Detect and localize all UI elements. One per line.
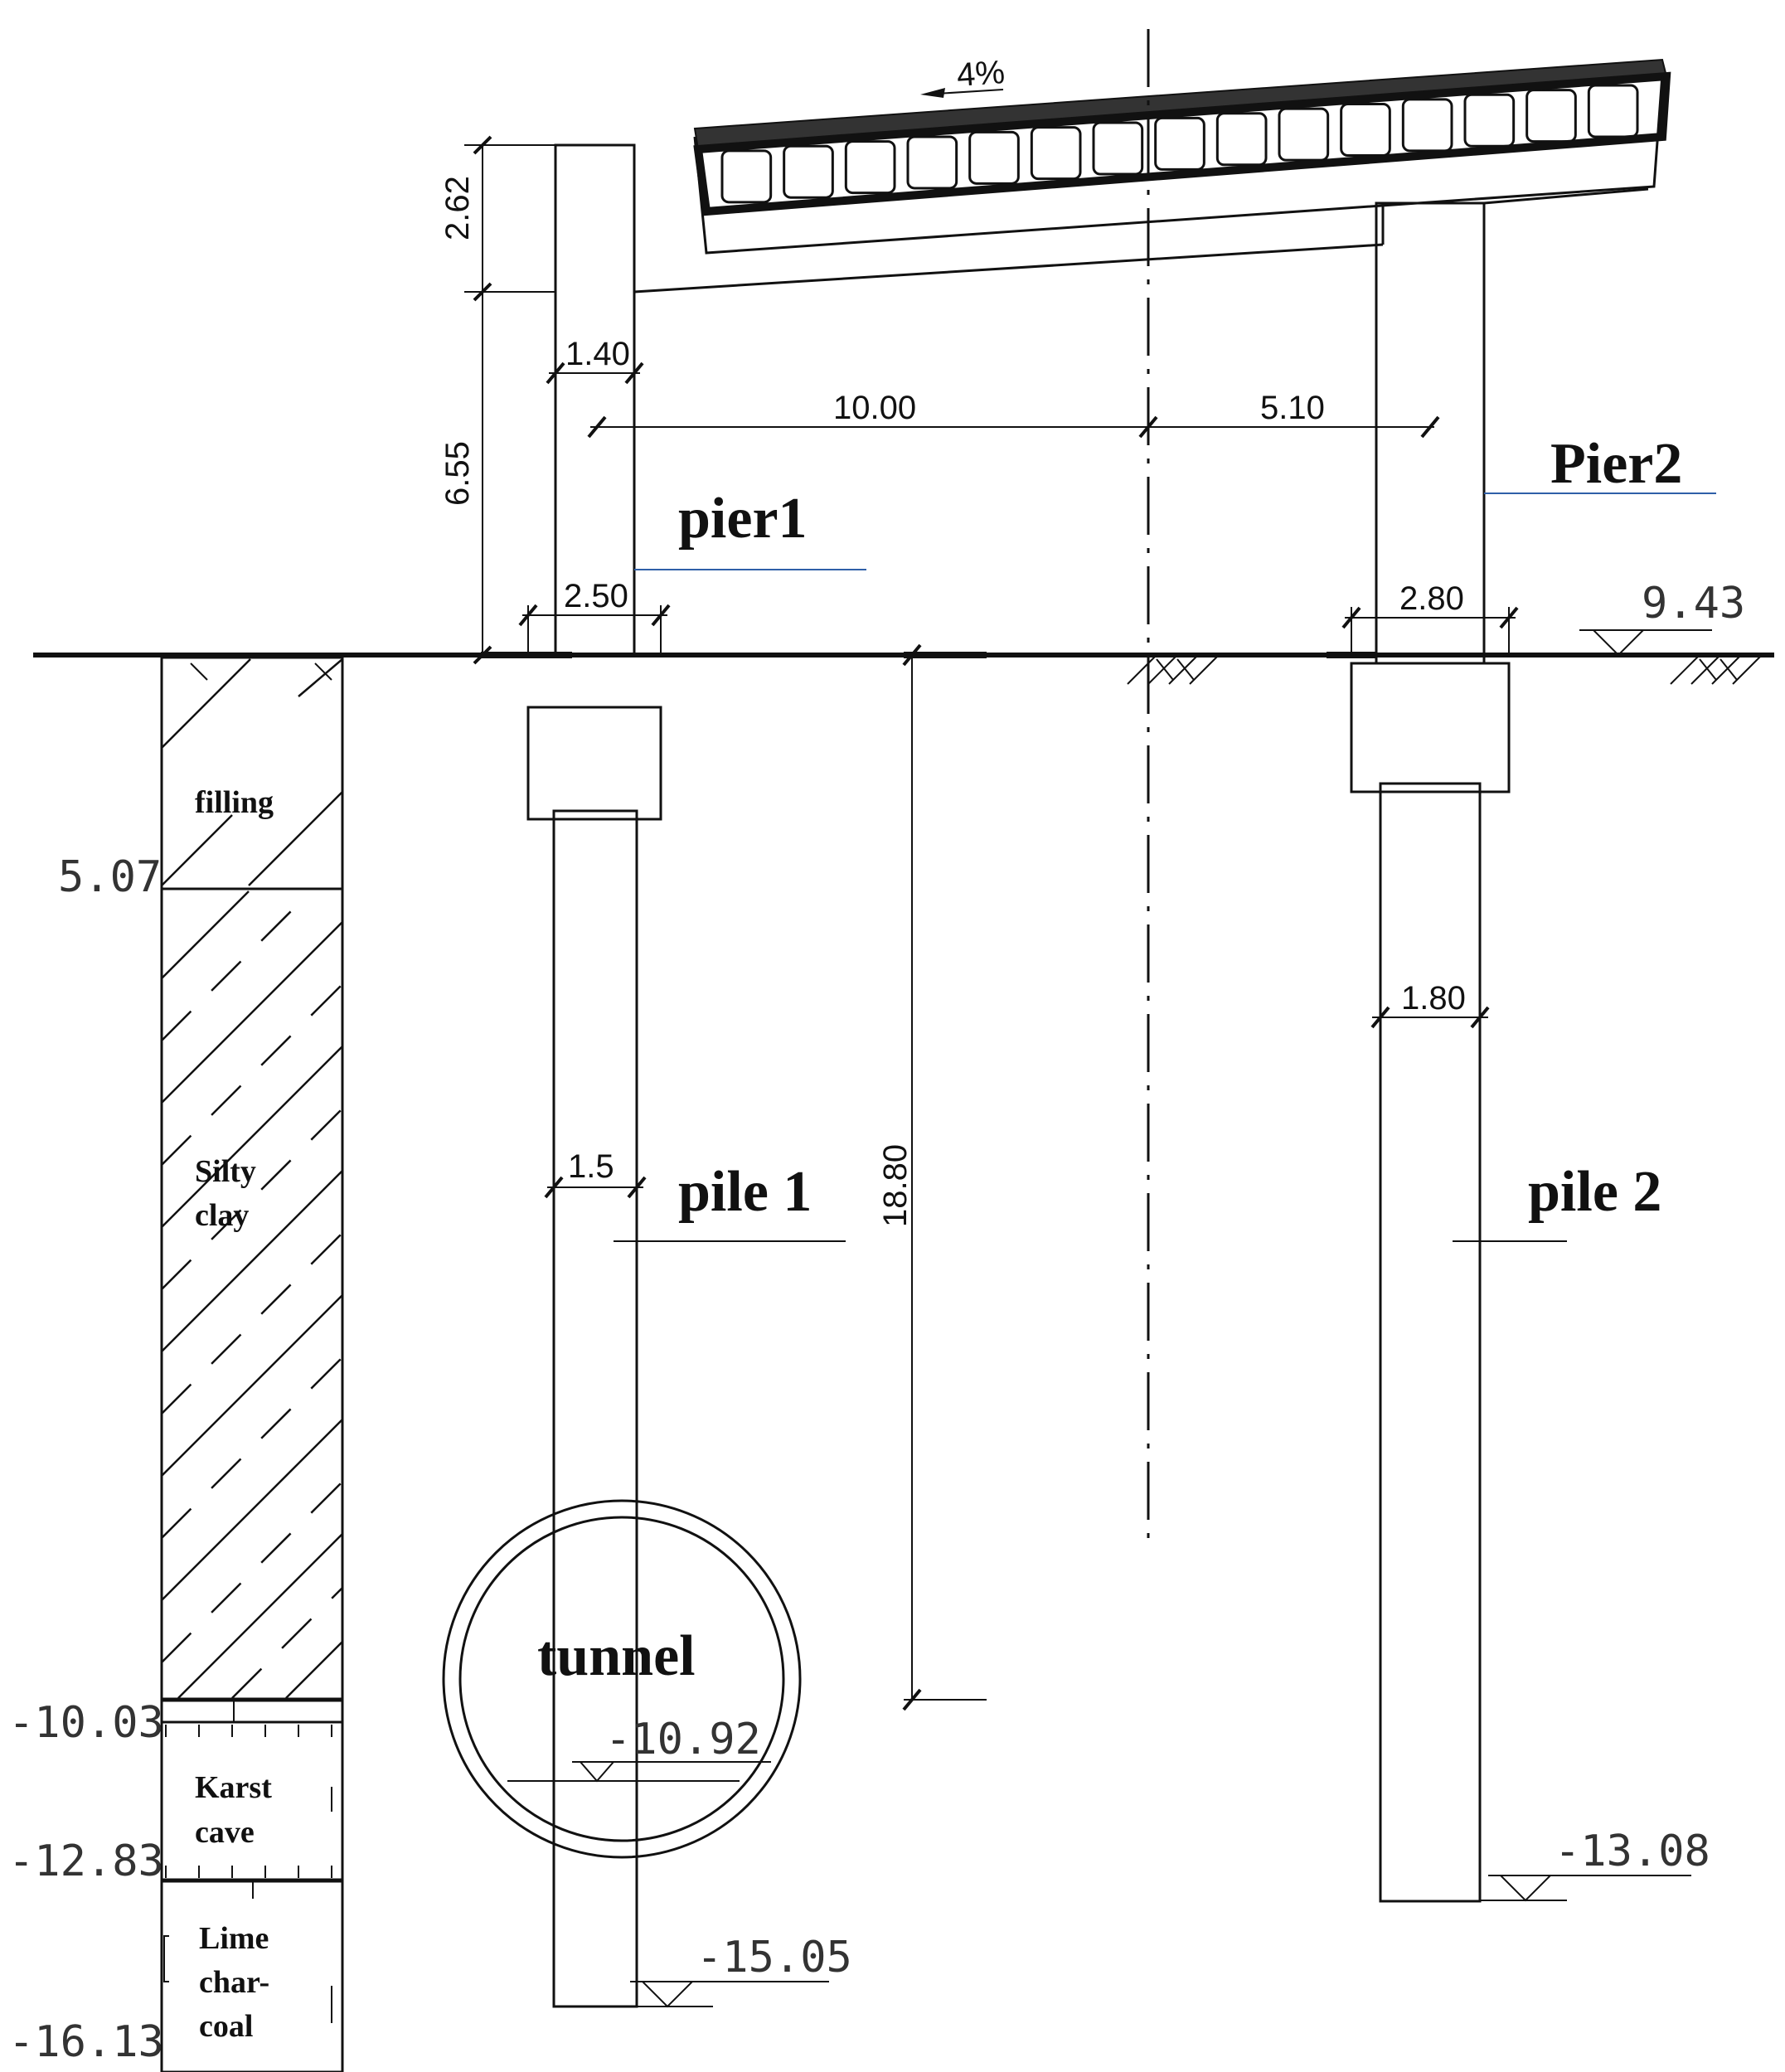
soil-label-lime-3: coal xyxy=(199,2009,253,2044)
deck-cell xyxy=(1030,126,1082,181)
deck-cell xyxy=(1340,103,1391,158)
dim-pile1-width: 1.5 xyxy=(544,1148,647,1199)
dim-offset-right: 5.10 xyxy=(1260,390,1325,426)
dim-girder-height: 2.62 xyxy=(439,176,476,240)
svg-text:1.5: 1.5 xyxy=(568,1148,614,1185)
dim-pier1-width: 1.40 xyxy=(546,336,644,385)
deck-cell xyxy=(1092,121,1144,176)
layer-bottom-karst: -12.83 xyxy=(8,1837,164,1886)
tunnel: -10.92 tunnel xyxy=(442,1499,802,1859)
layer-bottom-lime: -16.13 xyxy=(8,2017,164,2067)
deck-cell xyxy=(720,149,773,204)
pier1-label: pier1 xyxy=(678,487,808,551)
karst-cave-ticks xyxy=(165,1700,332,1878)
pile1-tip-marker: -15.05 xyxy=(630,1933,852,2008)
pile1-label: pile 1 xyxy=(678,1160,812,1224)
svg-text:1.80: 1.80 xyxy=(1401,980,1466,1017)
deck-cell xyxy=(1401,98,1453,153)
soil-label-lime-2: char- xyxy=(199,1965,269,2000)
deck-cell xyxy=(1215,112,1268,167)
pier2-cap xyxy=(1350,662,1511,793)
soil-column: filling Silty clay Karst cave Lime char-… xyxy=(8,656,344,2072)
bridge-deck xyxy=(693,58,1671,255)
pier2-label: Pier2 xyxy=(1550,432,1682,496)
deck-cell xyxy=(968,130,1020,185)
svg-text:1.40: 1.40 xyxy=(565,336,630,372)
pile2-label-group: pile 2 xyxy=(1453,1160,1661,1242)
deck-cell xyxy=(1587,84,1639,138)
pile1-tip-elevation: -15.05 xyxy=(696,1933,852,1982)
dim-depth: 18.80 xyxy=(877,643,987,1711)
dim-vertical-heights: 2.62 6.55 xyxy=(439,135,555,665)
pier1-cap xyxy=(526,706,662,821)
slope-text: 4% xyxy=(956,54,1006,94)
deck-cell xyxy=(1463,93,1516,148)
soil-label-karst-1: Karst xyxy=(195,1770,272,1805)
soil-label-silty-clay-1: Silty xyxy=(195,1154,256,1189)
dim-offset-left: 10.00 xyxy=(833,390,916,426)
dim-horizontal-offsets: 10.00 5.10 xyxy=(587,390,1440,439)
dim-cap1-width: 2.50 xyxy=(518,578,671,655)
deck-outline xyxy=(693,71,1671,216)
deck-cell xyxy=(1154,116,1205,171)
pier1-label-group: pier1 xyxy=(634,487,866,570)
silty-clay-hatch xyxy=(161,890,343,1699)
pile2-label: pile 2 xyxy=(1528,1160,1661,1224)
deck-cell xyxy=(1278,107,1330,162)
pile1-label-group: pile 1 xyxy=(614,1160,846,1242)
layer-bottom-filling: 5.07 xyxy=(58,852,162,902)
svg-text:18.80: 18.80 xyxy=(877,1144,914,1227)
pile2 xyxy=(1379,782,1482,1903)
soil-label-lime-1: Lime xyxy=(199,1921,269,1956)
pile2-tip-elevation: -13.08 xyxy=(1555,1827,1710,1876)
tunnel-label: tunnel xyxy=(537,1624,696,1688)
tunnel-invert-elevation: -10.92 xyxy=(605,1715,761,1764)
svg-text:2.80: 2.80 xyxy=(1399,580,1464,617)
deck-cell xyxy=(1525,89,1577,143)
slope-indicator: 4% xyxy=(920,54,1006,98)
svg-text:2.50: 2.50 xyxy=(564,578,628,614)
deck-cell xyxy=(906,135,958,190)
soil-label-filling: filling xyxy=(195,785,274,820)
pile1 xyxy=(552,809,638,2008)
dim-pile2-width: 1.80 xyxy=(1370,980,1490,1029)
deck-cells xyxy=(693,71,1671,216)
deck-cell xyxy=(783,144,834,199)
pier1-structure xyxy=(554,143,1649,665)
dim-cap2-width: 2.80 xyxy=(1341,580,1519,655)
dim-pier-height: 6.55 xyxy=(439,441,476,506)
ground-elevation-text: 9.43 xyxy=(1642,579,1745,628)
pile2-tip-marker: -13.08 xyxy=(1480,1827,1710,1902)
pier2-label-group: Pier2 xyxy=(1484,432,1716,496)
soil-label-silty-clay-2: clay xyxy=(195,1198,249,1233)
lime-charcoal-marks xyxy=(163,1882,332,2023)
layer-bottom-silty-clay: -10.03 xyxy=(8,1698,164,1748)
ground-hatch xyxy=(1127,654,1763,685)
deck-cell xyxy=(844,140,896,195)
soil-label-karst-2: cave xyxy=(195,1815,255,1850)
ground-elevation: 9.43 xyxy=(1579,579,1745,657)
